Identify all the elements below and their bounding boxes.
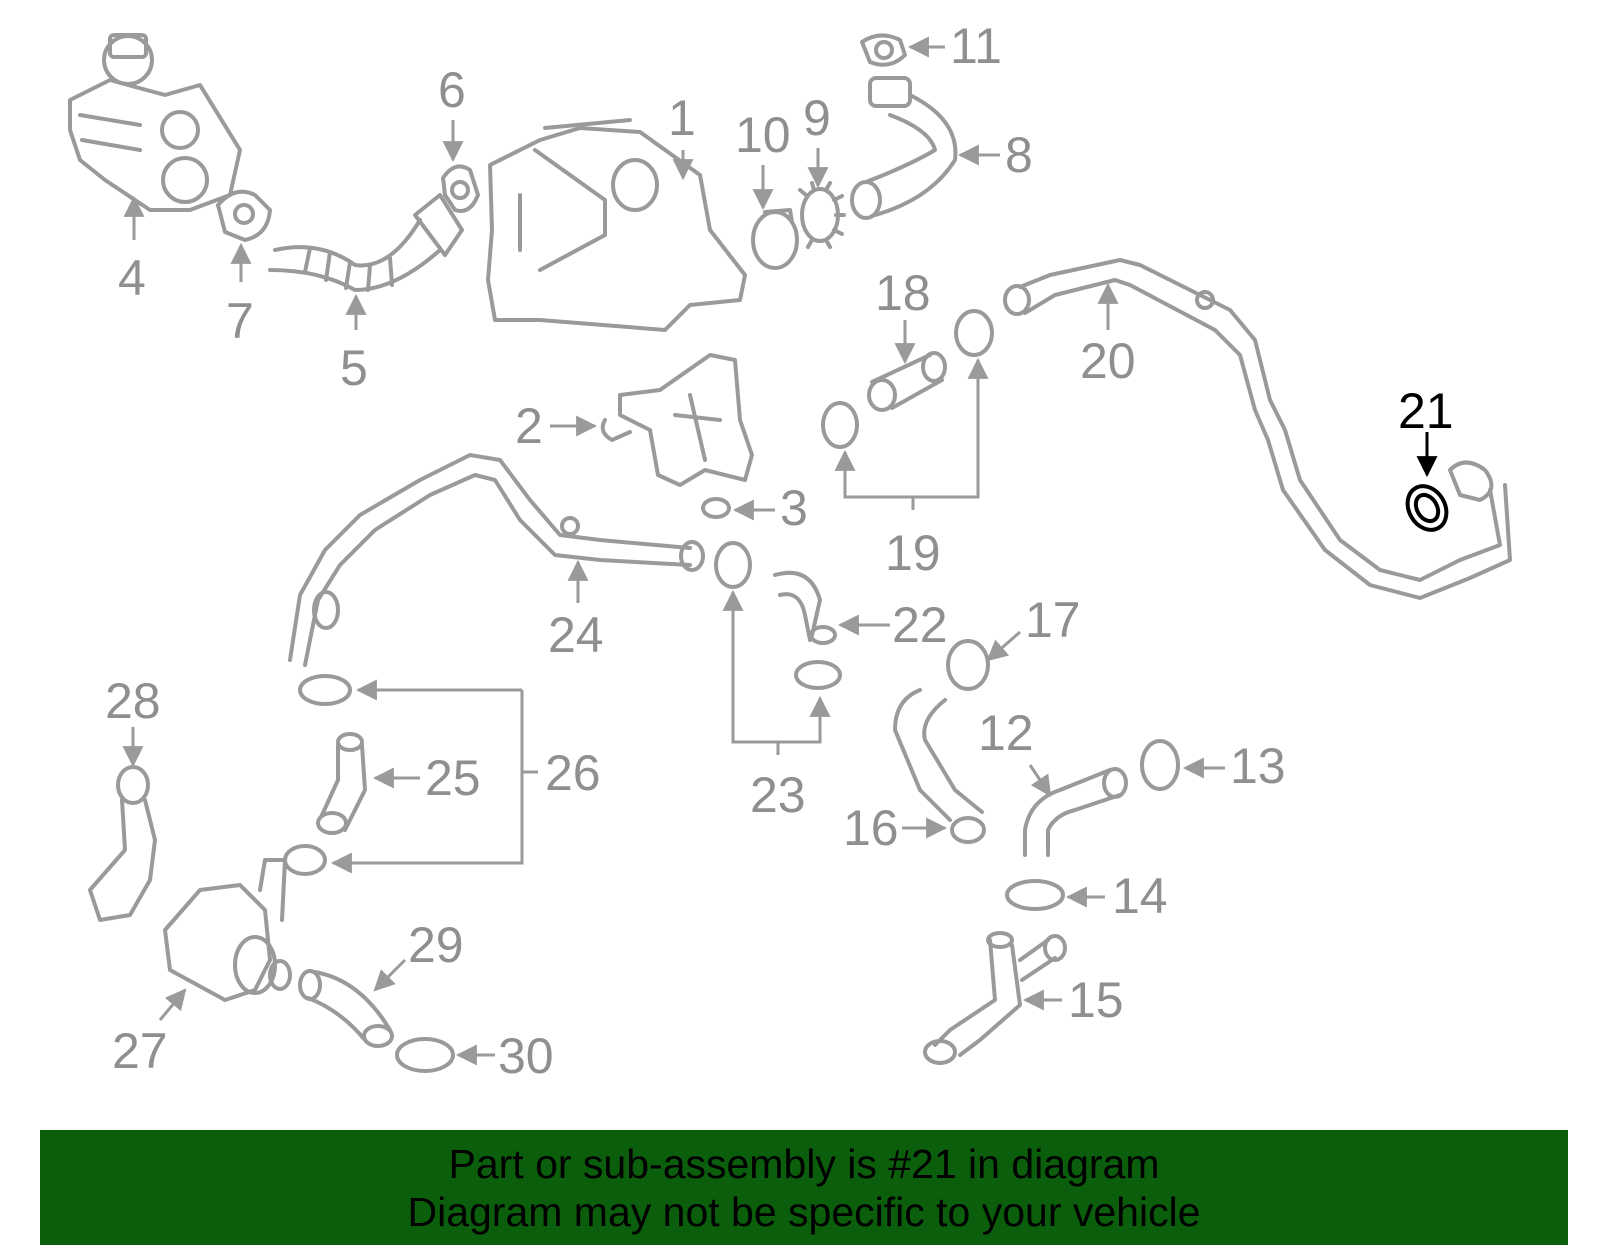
banner-line-disclaimer: Diagram may not be specific to your vehi… [407,1188,1201,1235]
part-12-hose [1023,767,1128,857]
callout-14: 14 [1112,868,1168,924]
part-4-egr-valve [68,33,242,212]
callout-17: 17 [1025,592,1081,648]
callout-1: 1 [668,90,696,146]
part-21-gasket [1405,484,1449,532]
callout-6: 6 [438,62,466,118]
part-11-gasket [860,33,907,67]
callout-30: 30 [498,1028,554,1084]
callout-7: 7 [226,293,254,349]
parts-diagram: 1 2 3 4 5 6 7 8 9 10 11 12 13 14 15 16 1… [68,18,1512,1084]
part-17-clamp [946,639,990,691]
callout-9: 9 [803,90,831,146]
callout-21: 21 [1398,383,1454,439]
part-7-gasket [216,189,272,242]
part-18-hose [867,351,947,412]
callout-4: 4 [118,250,146,306]
part-14-clamp [1005,879,1065,911]
callout-11: 11 [950,18,1002,74]
part-13-clamp [1140,739,1180,791]
callout-15: 15 [1068,972,1124,1028]
callout-13: 13 [1230,738,1286,794]
callout-2: 2 [515,398,543,454]
part-28-bracket [88,765,157,922]
info-banner: Part or sub-assembly is #21 in diagram D… [40,1130,1568,1245]
callout-24: 24 [548,607,604,663]
part-2-bracket [600,353,754,487]
part-29-hose [298,969,394,1048]
part-26-clamps [283,674,352,876]
callout-26: 26 [545,745,601,801]
callout-18: 18 [875,265,931,321]
part-30-clamp [395,1037,455,1073]
part-15-fitting [923,931,1067,1065]
banner-line-part: Part or sub-assembly is #21 in diagram [448,1140,1160,1187]
part-27-water-pump [163,858,292,1002]
part-24-pipe [288,453,705,667]
leader-lines [122,36,1438,1066]
part-6-gasket [441,164,480,213]
callout-23: 23 [750,767,806,823]
callout-20: 20 [1080,333,1136,389]
part-3-o-ring [701,497,731,519]
part-16-hose [893,688,986,844]
part-19-clamps [821,309,994,449]
callout-12: 12 [978,705,1034,761]
part-8-pipe [850,76,958,220]
part-1-egr-cooler [486,118,747,332]
callout-22: 22 [892,597,948,653]
callout-8: 8 [1005,127,1033,183]
part-25-hose [316,732,367,835]
part-20-pipe [1003,258,1512,600]
part-22-hose [773,570,837,645]
callout-27: 27 [112,1023,168,1079]
callouts: 1 2 3 4 5 6 7 8 9 10 11 12 13 14 15 16 1… [105,18,1454,1084]
callout-19: 19 [885,525,941,581]
callout-3: 3 [780,480,808,536]
callout-29: 29 [408,917,464,973]
callout-28: 28 [105,673,161,729]
callout-10: 10 [735,107,791,163]
part-5-egr-pipe [268,193,464,292]
callout-5: 5 [340,340,368,396]
part-23-clamps [714,541,842,690]
callout-25: 25 [425,750,481,806]
part-10-clamp [751,208,799,270]
part-9-clamp [798,181,846,249]
callout-16: 16 [843,800,899,856]
